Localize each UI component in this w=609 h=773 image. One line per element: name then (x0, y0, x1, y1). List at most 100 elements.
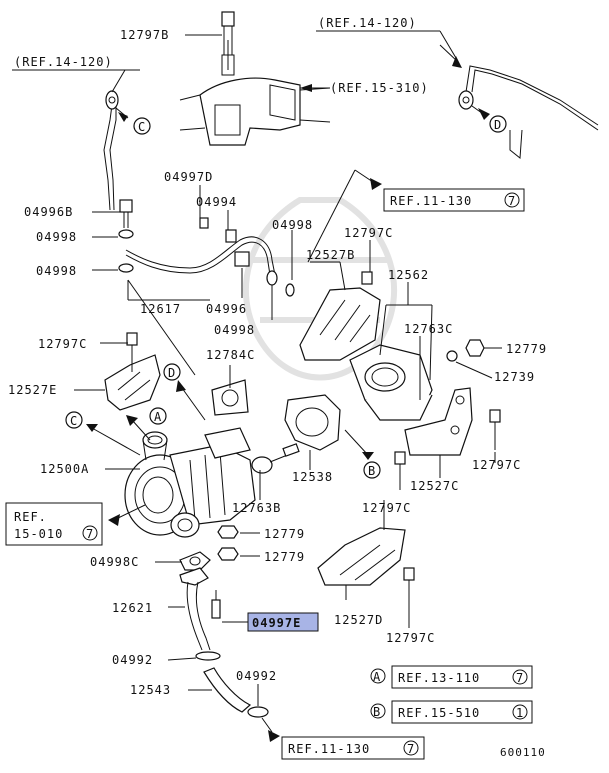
part-label[interactable]: 12527D (334, 613, 383, 627)
part-label[interactable]: 04996 (206, 302, 247, 316)
part-label[interactable]: 04998 (36, 264, 77, 278)
ref-11-130-bottom-box[interactable]: REF.11-130 7 (281, 736, 425, 760)
arrow-to-manifold (300, 84, 312, 92)
part-label[interactable]: 04998 (36, 230, 77, 244)
heat-protector-upper (299, 287, 381, 361)
left-hose (103, 69, 126, 211)
arrow-to-d-mid (176, 380, 186, 392)
oil-return-pipe (179, 551, 221, 651)
part-label[interactable]: 12779 (264, 550, 305, 564)
part-label[interactable]: 12527B (306, 248, 355, 262)
part-label[interactable]: 12617 (140, 302, 181, 316)
callout-a[interactable]: A (149, 407, 167, 425)
hose-12543 (203, 667, 252, 713)
callout-b[interactable]: B (363, 461, 381, 479)
part-label[interactable]: 12779 (506, 342, 547, 356)
part-label[interactable]: 04998C (90, 555, 139, 569)
part-label[interactable]: 12797C (38, 337, 87, 351)
callout-c-top[interactable]: C (133, 117, 151, 135)
part-label[interactable]: 04996B (24, 205, 73, 219)
right-hose (439, 44, 599, 159)
oil-feed-pipe (118, 199, 295, 297)
bolt-12797c-bottom (403, 567, 415, 581)
bracket-12527c (404, 387, 473, 456)
svg-text:15-010: 15-010 (14, 527, 63, 541)
part-label[interactable]: 12797C (344, 226, 393, 240)
callout-d-mid[interactable]: D (163, 363, 181, 381)
ref-top-left-label: (REF.14-120) (14, 55, 113, 69)
part-label[interactable]: 12538 (292, 470, 333, 484)
bolt-12797c-left (126, 332, 138, 346)
part-label[interactable]: 12739 (494, 370, 535, 384)
part-label[interactable]: 12621 (112, 601, 153, 615)
part-label[interactable]: 12779 (264, 527, 305, 541)
part-label[interactable]: 12527E (8, 383, 57, 397)
part-label[interactable]: 12543 (130, 683, 171, 697)
bolt-12797c-top (361, 271, 373, 285)
part-label[interactable]: 04994 (196, 195, 237, 209)
arrow-to-c-top (118, 112, 128, 122)
ref-manifold-label: (REF.15-310) (330, 81, 429, 95)
legend-a[interactable]: A REF.13-110 7 (370, 665, 533, 689)
gasket-12538 (284, 394, 341, 451)
part-label[interactable]: 04998 (214, 323, 255, 337)
part-label[interactable]: 12784C (206, 348, 255, 362)
leader-lines (74, 87, 502, 706)
svg-text:C: C (138, 120, 146, 134)
bolt-12797c-mid (394, 451, 406, 465)
nut-12779-top (465, 339, 485, 357)
svg-text:7: 7 (516, 671, 524, 685)
arrow-to-ref-11-130-bottom (268, 730, 280, 742)
svg-text:7: 7 (86, 527, 94, 541)
svg-text:C: C (70, 414, 78, 428)
part-label[interactable]: 12562 (388, 268, 429, 282)
ref-15-010-box[interactable]: REF. 15-010 7 (5, 502, 103, 546)
svg-text:REF.11-130: REF.11-130 (390, 194, 472, 208)
part-label[interactable]: 04992 (112, 653, 153, 667)
svg-text:B: B (368, 464, 376, 478)
figure-id: 600110 (500, 746, 546, 759)
part-label[interactable]: 04998 (272, 218, 313, 232)
washer-12739 (446, 350, 458, 362)
svg-text:REF.11-130: REF.11-130 (288, 742, 370, 756)
part-label[interactable]: 12797C (362, 501, 411, 515)
svg-text:A: A (373, 670, 381, 684)
svg-text:D: D (168, 366, 176, 380)
part-label[interactable]: 12763C (404, 322, 453, 336)
arrow-to-right-hose (452, 56, 462, 68)
callout-c-left[interactable]: C (65, 411, 83, 429)
svg-text:A: A (154, 410, 162, 424)
svg-text:REF.13-110: REF.13-110 (398, 671, 480, 685)
part-label[interactable]: 04997D (164, 170, 213, 184)
exhaust-manifold (179, 11, 331, 146)
bolt-12797c-right (489, 409, 501, 423)
svg-text:7: 7 (407, 742, 415, 756)
part-label[interactable]: 12500A (40, 462, 89, 476)
part-label[interactable]: 12527C (410, 479, 459, 493)
highlight-box (247, 612, 319, 632)
stud-12763b (282, 443, 300, 457)
svg-text:B: B (373, 705, 381, 719)
ref-top-right-label: (REF.14-120) (318, 16, 417, 30)
clamp-04992-b (247, 706, 269, 718)
svg-text:D: D (494, 118, 502, 132)
clamp-04992-a (195, 651, 221, 661)
turbocharger (124, 427, 273, 538)
part-label-highlighted[interactable]: 04997E (252, 616, 301, 630)
part-label[interactable]: 12797C (386, 631, 435, 645)
part-label[interactable]: 12797B (120, 28, 169, 42)
nut-12779-b (217, 547, 239, 561)
legend-b[interactable]: B REF.15-510 1 (370, 700, 533, 724)
svg-text:1: 1 (516, 706, 524, 720)
part-label[interactable]: 12763B (232, 501, 281, 515)
ref-11-130-top-box[interactable]: REF.11-130 7 (383, 188, 525, 212)
heat-protector-12527e (104, 354, 161, 411)
part-label[interactable]: 04992 (236, 669, 277, 683)
part-label[interactable]: 12797C (472, 458, 521, 472)
turbo-outlet-elbow (349, 344, 433, 421)
svg-text:7: 7 (508, 194, 516, 208)
callout-d-top[interactable]: D (489, 115, 507, 133)
nut-12779-a (217, 525, 239, 539)
